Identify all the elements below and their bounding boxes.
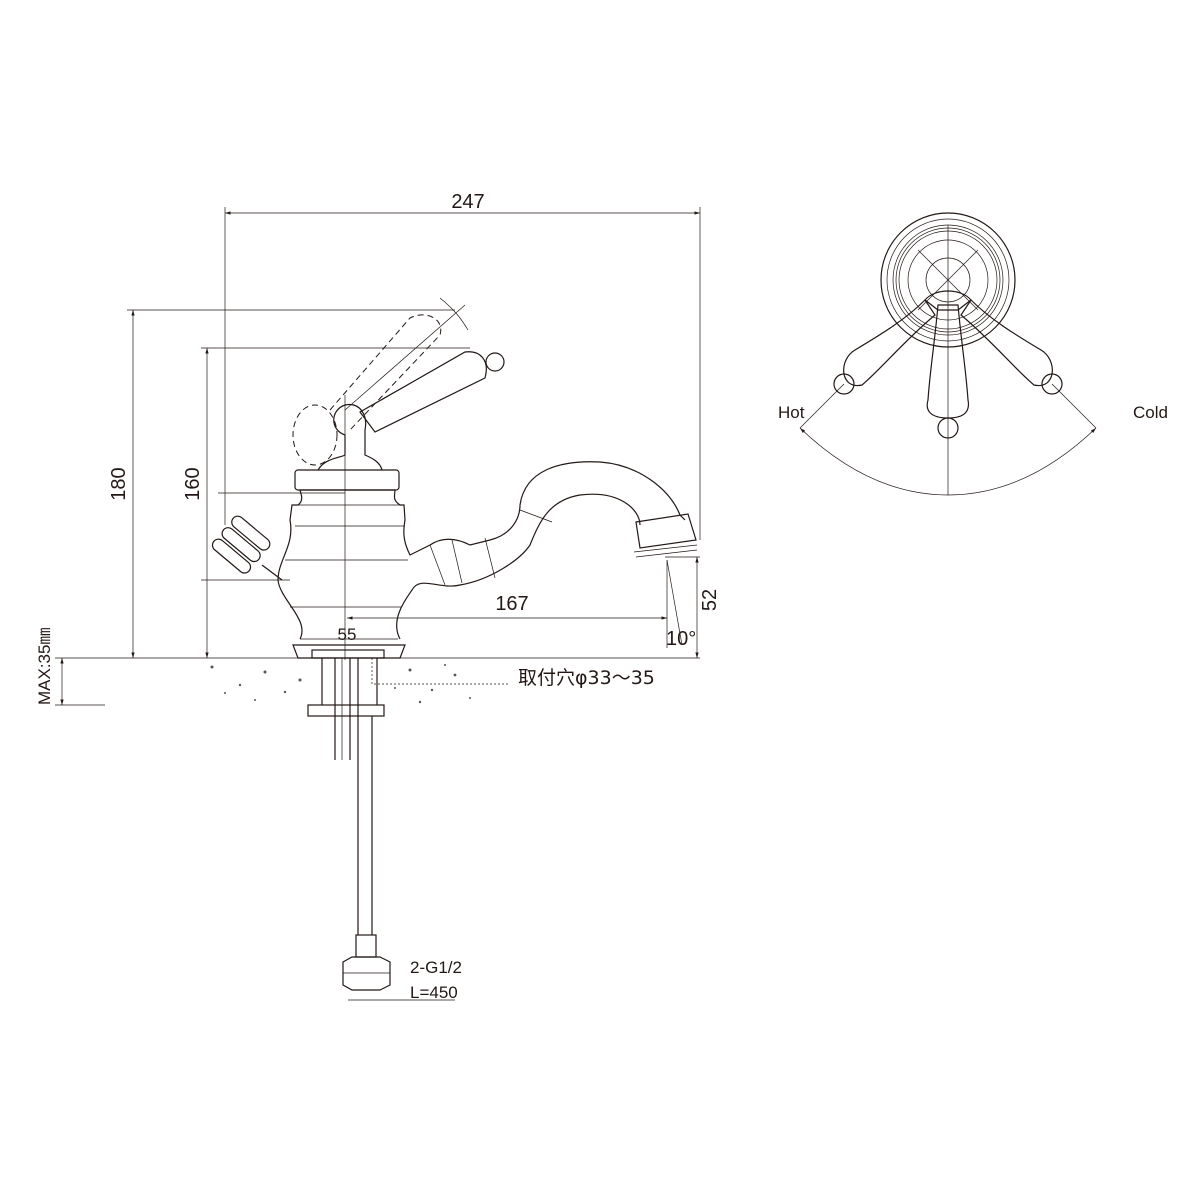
mounting-hole-label: 取付穴φ33〜35 <box>518 667 655 689</box>
height-180-label: 180 <box>108 467 130 500</box>
thread-label: 2-G1/2 <box>410 958 462 977</box>
dimension-overall-width: 247 <box>224 191 701 540</box>
angle-label: 10° <box>666 628 696 650</box>
offset-label: 55 <box>338 625 357 644</box>
dimension-lever-height: 160 <box>182 347 470 658</box>
cold-label: Cold <box>1133 403 1168 422</box>
dimension-overall-height: 180 <box>108 309 455 658</box>
faucet-side-view <box>211 297 698 1001</box>
hot-label: Hot <box>778 403 805 422</box>
width-label: 247 <box>451 191 484 213</box>
height-160-label: 160 <box>182 467 204 500</box>
dimension-spout-reach: 167 55 <box>338 395 667 660</box>
max-thickness-label: MAX:35㎜ <box>35 628 54 705</box>
faucet-top-view <box>799 212 1097 496</box>
dimension-max-thickness: MAX:35㎜ <box>35 628 64 705</box>
dimension-spout-height: 52 10° <box>665 556 721 658</box>
spout-height-label: 52 <box>699 589 721 611</box>
hose-length-label: L=450 <box>410 983 458 1002</box>
counter-section <box>210 658 510 704</box>
reach-label: 167 <box>495 593 528 615</box>
